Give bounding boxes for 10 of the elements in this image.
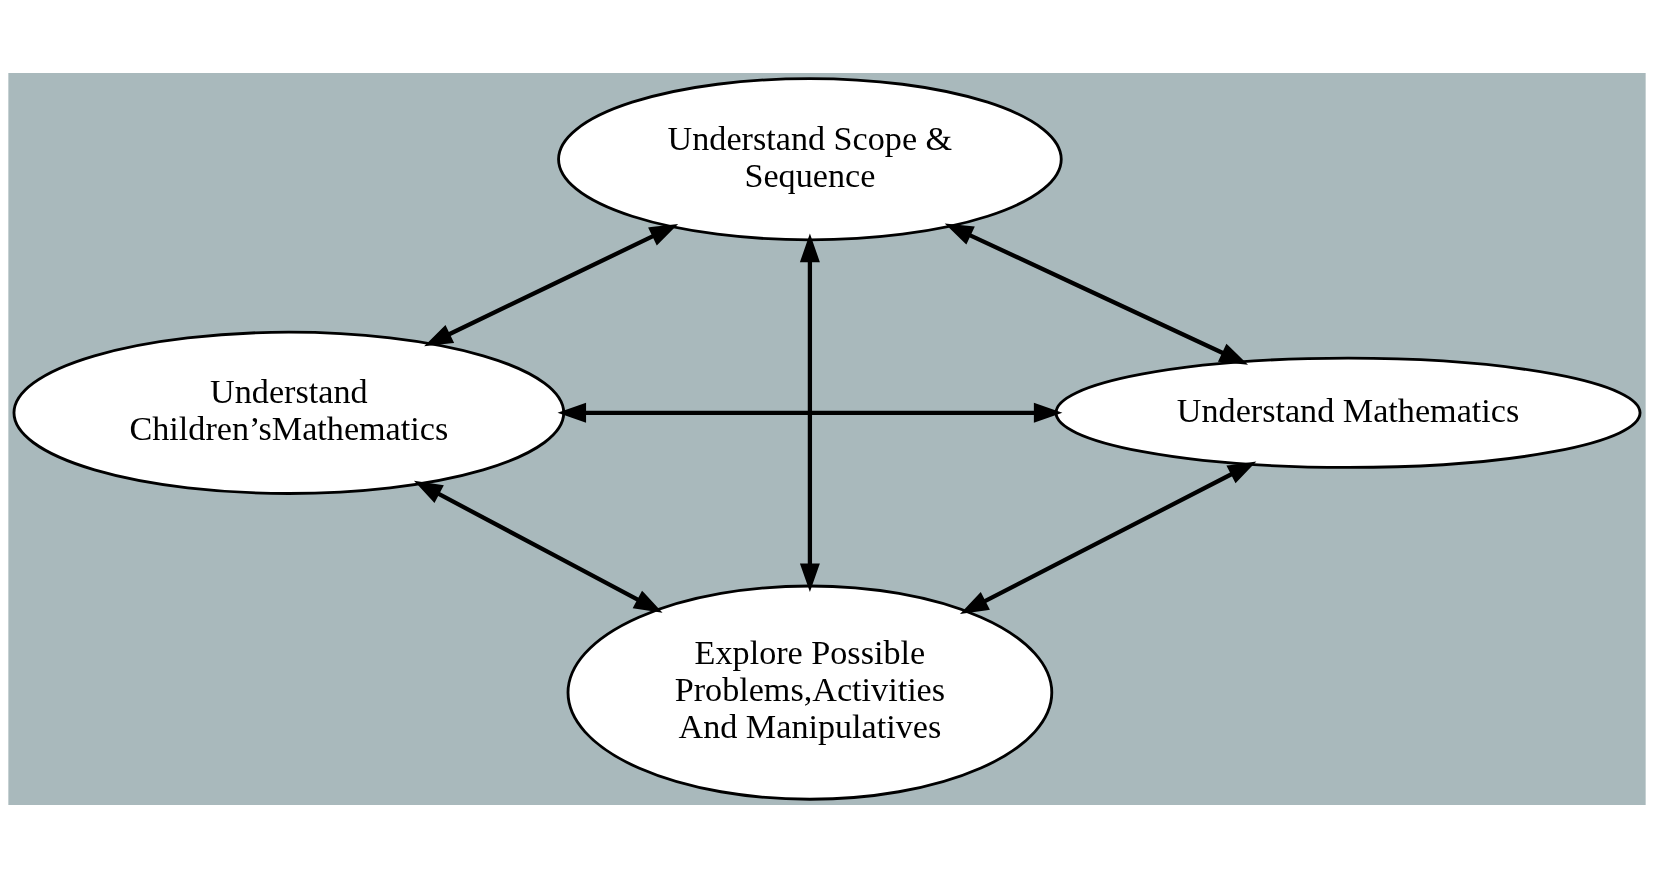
node-ellipse: Explore Possible Problems,Activities And Manipulatives <box>566 584 1054 801</box>
arrow <box>413 480 663 613</box>
arrow <box>557 402 1063 423</box>
arrow <box>960 461 1257 614</box>
node-ellipse: Understand Children’sMathematics <box>12 330 566 495</box>
arrow <box>799 233 820 592</box>
node-ellipse: Understand Mathematics <box>1054 356 1642 469</box>
arrow <box>944 223 1249 365</box>
arrow <box>424 224 679 347</box>
node-ellipse: Understand Scope & Sequence <box>557 77 1063 242</box>
